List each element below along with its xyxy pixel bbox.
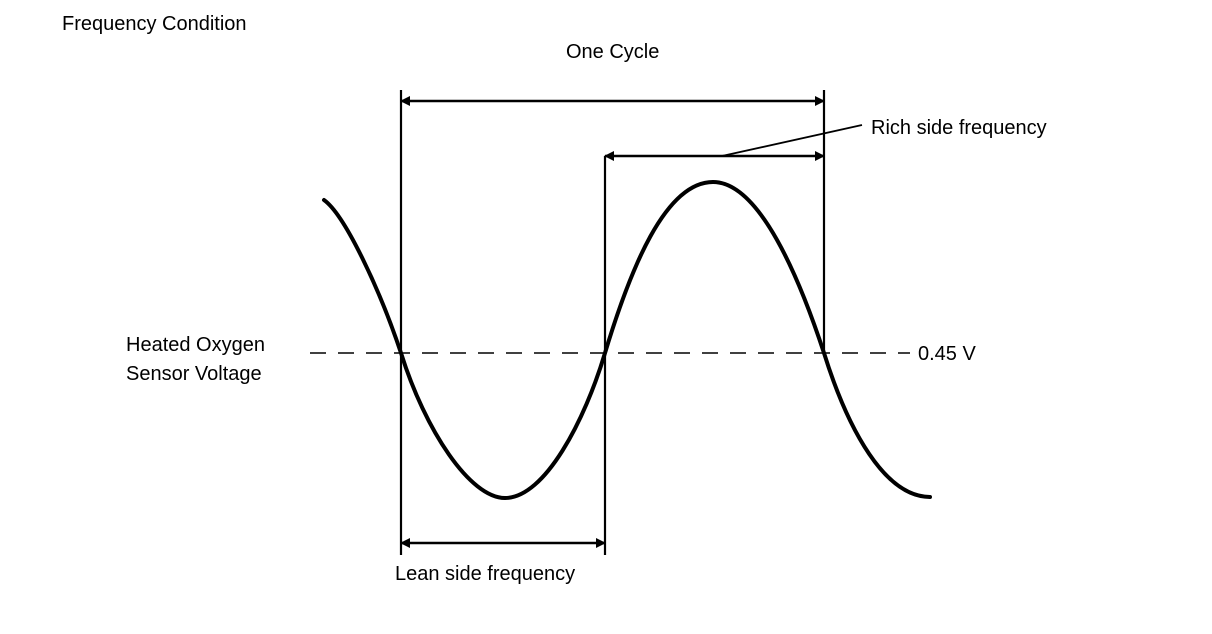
- sensor-voltage-label: Heated Oxygen Sensor Voltage: [126, 331, 265, 389]
- sensor-label-line-1: Heated Oxygen: [126, 334, 265, 356]
- diagram-title: Frequency Condition: [62, 13, 247, 35]
- sensor-label-line-2: Sensor Voltage: [126, 363, 262, 385]
- one-cycle-label: One Cycle: [566, 41, 660, 63]
- rich-side-leader-line: [721, 124, 863, 157]
- lean-side-frequency-label: Lean side frequency: [395, 563, 576, 585]
- rich-side-frequency-label: Rich side frequency: [871, 117, 1047, 139]
- threshold-voltage-label: 0.45 V: [918, 343, 976, 365]
- sensor-voltage-waveform: [322, 180, 932, 500]
